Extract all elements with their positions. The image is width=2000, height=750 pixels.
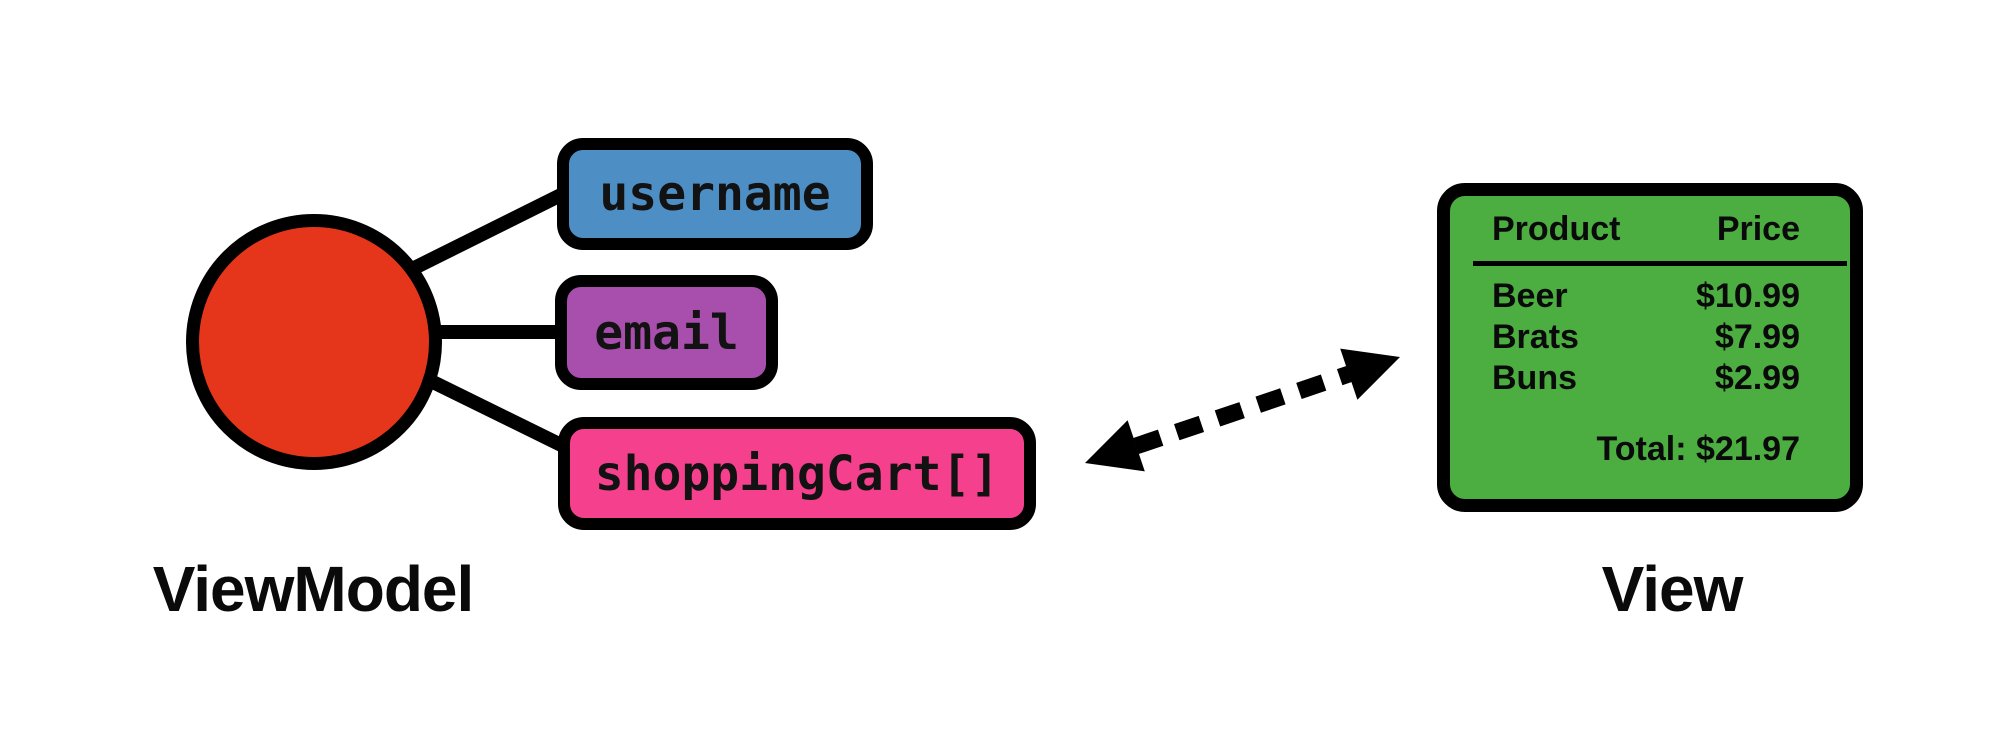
view-panel: Product Price Beer $10.99 Brats $7.99 Bu… bbox=[1437, 183, 1863, 512]
property-box-username: username bbox=[557, 138, 873, 250]
property-box-email: email bbox=[555, 275, 778, 390]
cart-table-header-row: Product Price bbox=[1492, 209, 1800, 249]
cart-table-row: Buns $2.99 bbox=[1492, 358, 1800, 399]
binding-arrow-shaft bbox=[1133, 365, 1352, 455]
cart-row-price: $2.99 bbox=[1714, 359, 1800, 397]
cart-table-divider bbox=[1473, 261, 1847, 266]
cart-table-row: Brats $7.99 bbox=[1492, 317, 1800, 358]
two-way-binding-arrow bbox=[1085, 348, 1400, 472]
viewmodel-node bbox=[186, 214, 442, 470]
binding-arrowhead-left-icon bbox=[1085, 420, 1145, 472]
property-label-username: username bbox=[599, 166, 831, 222]
cart-table: Product Price Beer $10.99 Brats $7.99 Bu… bbox=[1450, 196, 1850, 470]
property-box-shopping-cart: shoppingCart[] bbox=[558, 417, 1036, 530]
property-label-shopping-cart: shoppingCart[] bbox=[594, 445, 1000, 502]
cart-table-header-price: Price bbox=[1716, 210, 1800, 248]
cart-row-product: Beer bbox=[1492, 277, 1568, 315]
viewmodel-caption: ViewModel bbox=[152, 553, 475, 625]
view-caption: View bbox=[1601, 553, 1744, 625]
cart-row-price: $7.99 bbox=[1714, 318, 1800, 356]
cart-row-product: Brats bbox=[1492, 318, 1579, 356]
cart-row-price: $10.99 bbox=[1696, 277, 1800, 315]
binding-arrowhead-right-icon bbox=[1340, 348, 1400, 400]
cart-row-product: Buns bbox=[1492, 359, 1577, 397]
cart-table-header-product: Product bbox=[1492, 210, 1621, 248]
cart-table-body: Beer $10.99 Brats $7.99 Buns $2.99 bbox=[1492, 276, 1800, 399]
cart-table-row: Beer $10.99 bbox=[1492, 276, 1800, 317]
cart-total: Total: $21.97 bbox=[1596, 430, 1800, 468]
property-label-email: email bbox=[594, 304, 739, 361]
